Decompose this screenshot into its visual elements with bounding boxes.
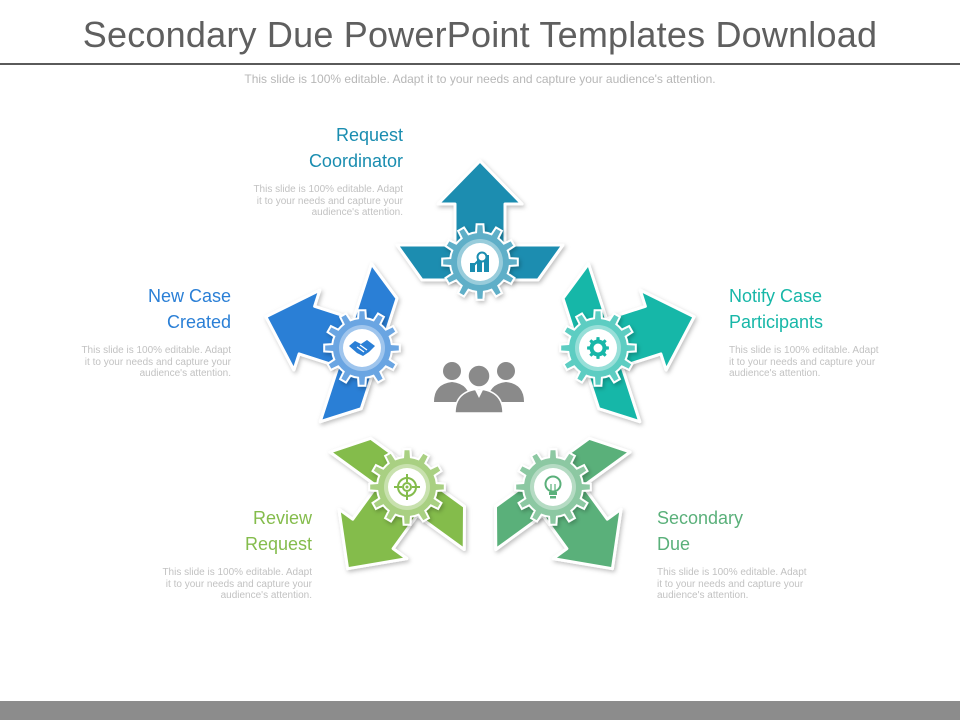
- step-label-new-case-created: New Case Created: [147, 286, 231, 332]
- step-label-secondary-due: Secondary Due: [657, 508, 744, 554]
- people-group-icon: [434, 362, 524, 414]
- bar-chart-icon: [470, 251, 489, 272]
- arrow-request-coordinator: [395, 159, 565, 282]
- gear-center-secondary-due: [534, 468, 572, 506]
- lightbulb-icon: [544, 475, 562, 499]
- step-label-review-request: Review Request: [244, 508, 312, 554]
- slide-title: Secondary Due PowerPoint Templates Downl…: [82, 14, 878, 55]
- step-desc-review-request: This slide is 100% editable. Adapt it to…: [162, 567, 312, 601]
- step-desc-new-case-created: This slide is 100% editable. Adapt it to…: [81, 345, 231, 379]
- step-label-notify-case-participants: Notify Case Participants: [729, 286, 824, 332]
- step-desc-secondary-due: This slide is 100% editable. Adapt it to…: [657, 567, 807, 601]
- slide-subtitle: This slide is 100% editable. Adapt it to…: [244, 72, 716, 86]
- step-label-request-coordinator: Request Coordinator: [308, 125, 403, 171]
- step-desc-request-coordinator: This slide is 100% editable. Adapt it to…: [253, 184, 403, 218]
- title-rule: [0, 63, 960, 65]
- gear-icon: [587, 337, 609, 359]
- handshake-icon: [349, 340, 375, 356]
- bottom-bar: [0, 701, 960, 720]
- target-icon: [394, 474, 420, 500]
- step-desc-notify-case-participants: This slide is 100% editable. Adapt it to…: [729, 345, 879, 379]
